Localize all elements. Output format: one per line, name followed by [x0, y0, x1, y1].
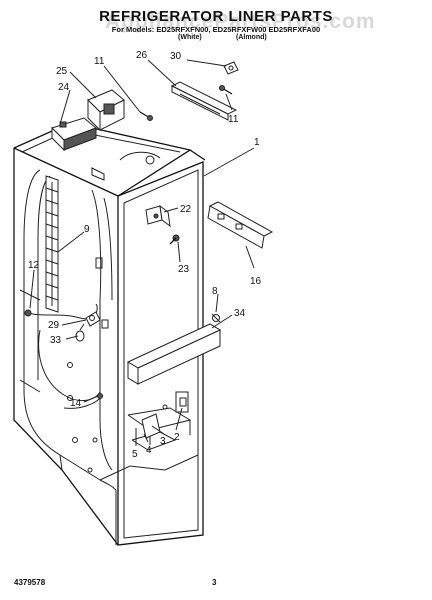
- callout-labels: 30 26 11 25 24 11 1 22 9 23 12 16 8 29 3…: [28, 50, 262, 460]
- document-number: 4379578: [14, 578, 46, 587]
- rail-part-34: [126, 323, 222, 385]
- page-title: REFRIGERATOR LINER PARTS: [99, 8, 333, 25]
- callout-24: 24: [58, 82, 70, 93]
- model-line: For Models: ED25RFXFN00, ED25RFXFW00 ED2…: [111, 25, 321, 34]
- callout-11-top: 11: [94, 56, 105, 67]
- callout-29: 29: [48, 320, 60, 331]
- page-number: 3: [212, 578, 217, 587]
- callout-25: 25: [56, 66, 68, 77]
- bracket-part-22: [145, 204, 171, 228]
- callout-5: 5: [132, 449, 138, 460]
- bracket-part-16: [207, 201, 274, 249]
- callout-11-right: 11: [228, 114, 239, 125]
- clip-part-8: [211, 313, 221, 323]
- callout-8: 8: [212, 286, 218, 297]
- callout-14: 14: [70, 398, 82, 409]
- callout-33: 33: [50, 335, 62, 346]
- clip-part-30: [223, 61, 239, 75]
- callout-22: 22: [180, 204, 192, 215]
- liner-shell: [13, 122, 206, 546]
- callout-4: 4: [146, 445, 152, 456]
- leader-lines: [29, 59, 255, 446]
- screw-part-23: [169, 234, 180, 245]
- callout-9: 9: [84, 224, 90, 235]
- rail-part-9: [45, 175, 59, 313]
- screw-part-11-right: [219, 85, 233, 95]
- bracket-part-24: [51, 117, 97, 152]
- damper-part-25: [87, 89, 125, 132]
- watermark: AppliancePartsPros.com: [105, 10, 376, 33]
- callout-12: 12: [28, 260, 40, 271]
- screw-part-11-left: [139, 111, 153, 121]
- channel-part-26: [170, 81, 238, 121]
- callout-2: 2: [174, 432, 180, 443]
- variant-white: (White): [178, 34, 202, 41]
- callout-16: 16: [250, 276, 262, 287]
- callout-1: 1: [254, 137, 260, 148]
- callout-23: 23: [178, 264, 190, 275]
- wire-harness: [24, 303, 103, 409]
- variant-almond: (Almond): [236, 34, 267, 41]
- callout-26: 26: [136, 50, 148, 61]
- callout-30: 30: [170, 51, 182, 62]
- callout-34: 34: [234, 308, 246, 319]
- callout-3: 3: [160, 436, 166, 447]
